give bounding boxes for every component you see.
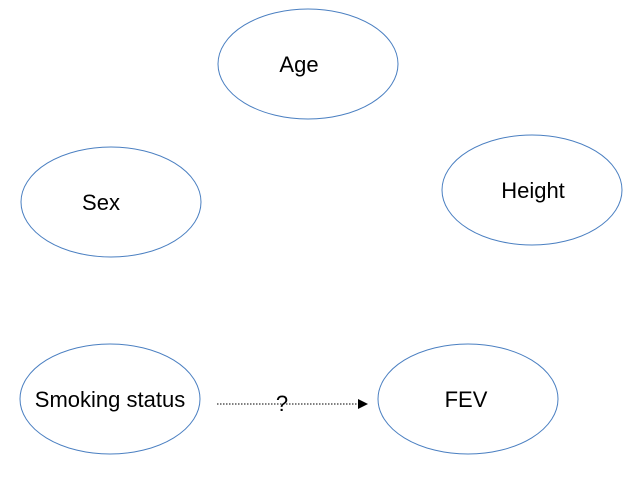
node-sex-label: Sex xyxy=(82,190,120,215)
edge-smoking-to-fev: ? xyxy=(217,391,368,416)
node-height-ellipse xyxy=(441,134,623,246)
node-age-label: Age xyxy=(279,52,318,77)
node-height: Height xyxy=(441,134,623,246)
node-fev-ellipse xyxy=(377,343,559,455)
edge-smoking-to-fev-label: ? xyxy=(276,391,288,416)
node-height-label: Height xyxy=(501,178,565,203)
node-smoking-status: Smoking status xyxy=(19,343,201,455)
node-fev-label: FEV xyxy=(445,387,488,412)
node-smoking-status-label: Smoking status xyxy=(35,387,185,412)
node-sex: Sex xyxy=(20,146,202,258)
node-age: Age xyxy=(217,8,399,120)
node-age-ellipse xyxy=(217,8,399,120)
node-fev: FEV xyxy=(377,343,559,455)
node-smoking-status-ellipse xyxy=(19,343,201,455)
node-sex-ellipse xyxy=(20,146,202,258)
